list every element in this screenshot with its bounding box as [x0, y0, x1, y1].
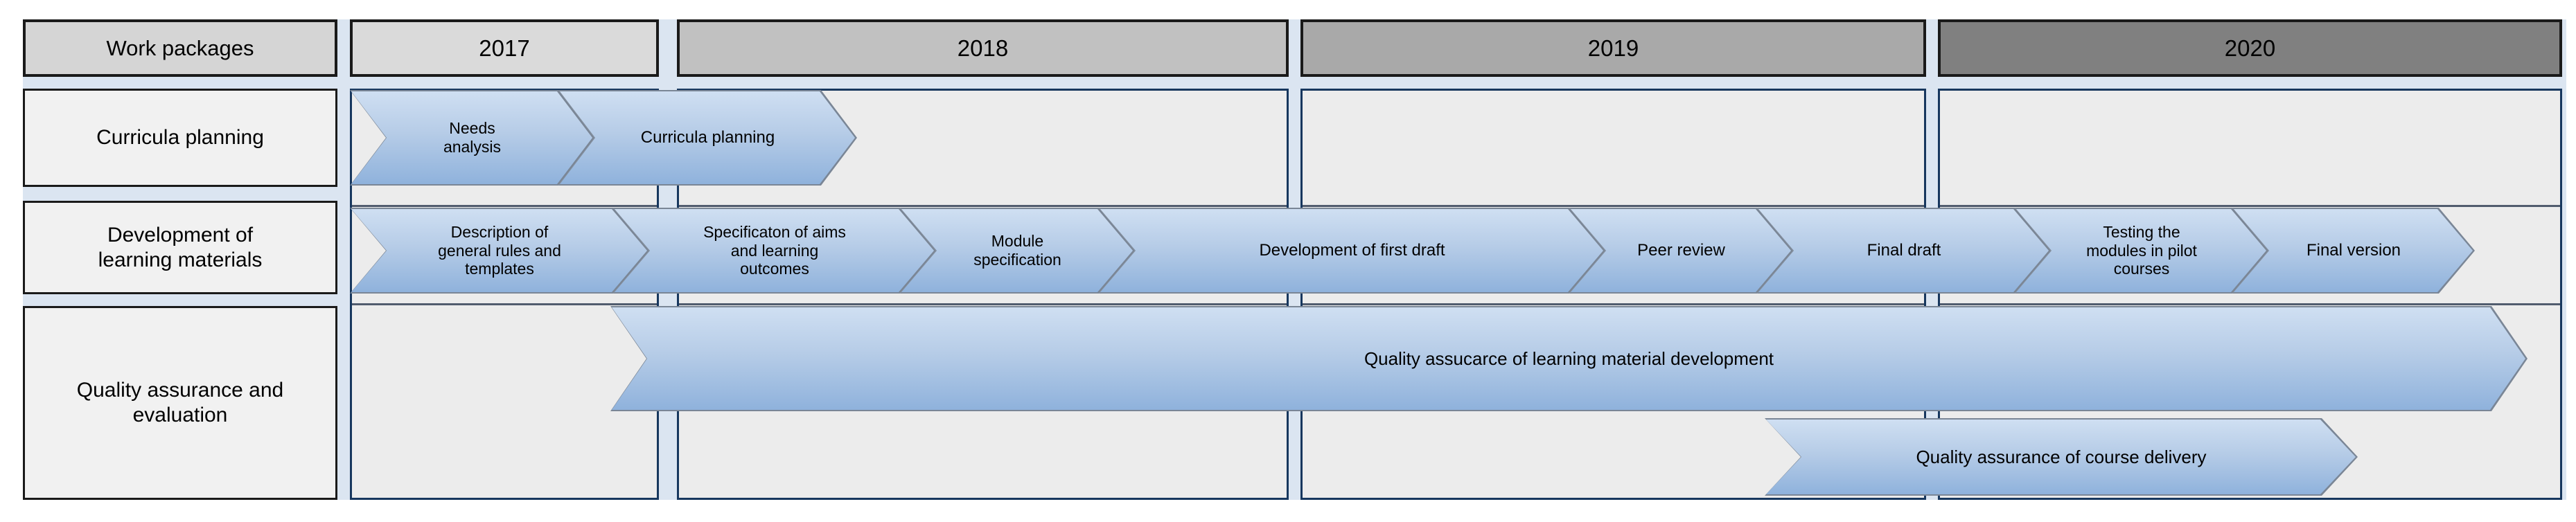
chevron-fill	[351, 91, 592, 184]
chevron-label: Needs analysis	[443, 119, 502, 156]
row-label-curricula-planning: Curricula planning	[23, 89, 337, 187]
chevron-curricula-planning: Curricula planning	[558, 90, 857, 186]
chevron-label: Testing the modules in pilot courses	[2086, 222, 2197, 278]
chevron-fill	[1571, 209, 1791, 292]
row-label-text: Development of learning materials	[98, 223, 263, 271]
row-separator	[1303, 303, 1924, 305]
chevron-specification-of-aims-and-learning-outcomes: Specificaton of aims and learning outcom…	[613, 208, 936, 294]
chevron-label: Quality assucarce of learning material d…	[1364, 348, 1774, 369]
chevron-label: Curricula planning	[640, 128, 775, 147]
chevron-final-version: Final version	[2232, 208, 2475, 294]
chevron-fill	[901, 209, 1133, 292]
chevron-fill	[560, 91, 855, 184]
row-label-quality-assurance-and-evaluation: Quality assurance and evaluation	[23, 306, 337, 500]
chevron-label: Specificaton of aims and learning outcom…	[703, 222, 846, 278]
chevron-fill	[1100, 209, 1603, 292]
year-header-2018: 2018	[677, 19, 1289, 77]
chevron-fill	[1758, 209, 2049, 292]
chevron-peer-review: Peer review	[1569, 208, 1793, 294]
row-separator	[1303, 205, 1924, 207]
row-separator	[1940, 205, 2560, 207]
chevron-testing-the-modules-in-pilot-courses: Testing the modules in pilot courses	[2015, 208, 2268, 294]
year-header-2017: 2017	[350, 19, 659, 77]
year-header-2019: 2019	[1300, 19, 1926, 77]
row-separator	[352, 303, 657, 305]
chevron-label: Peer review	[1637, 241, 1725, 260]
chevron-description-of-general-rules-and-templates: Description of general rules and templat…	[350, 208, 649, 294]
row-separator	[1940, 303, 2560, 305]
chevron-label: Development of first draft	[1259, 241, 1445, 260]
corner-header-work-packages: Work packages	[23, 19, 337, 77]
chevron-final-draft: Final draft	[1757, 208, 2051, 294]
row-label-text: Quality assurance and evaluation	[76, 379, 284, 426]
chevron-quality-assurance-of-course-delivery: Quality assurance of course delivery	[1765, 418, 2358, 496]
chevron-needs-analysis: Needs analysis	[350, 90, 594, 186]
year-header-2020: 2020	[1938, 19, 2562, 77]
chevron-fill	[612, 307, 2525, 410]
corner-header-label: Work packages	[106, 35, 254, 60]
chevron-fill	[1766, 420, 2356, 494]
chevron-quality-assurance-of-learning-material-development: Quality assucarce of learning material d…	[610, 306, 2528, 411]
row-separator	[679, 303, 1287, 305]
year-label: 2017	[479, 35, 530, 61]
year-label: 2019	[1587, 35, 1639, 61]
row-separator	[679, 205, 1287, 207]
chevron-fill	[2234, 209, 2473, 292]
chevron-fill	[2016, 209, 2266, 292]
timeline-column-2018	[677, 89, 1289, 500]
chevron-fill	[615, 209, 934, 292]
row-separator	[352, 205, 657, 207]
chevron-label: Final version	[2306, 241, 2401, 260]
chevron-fill	[351, 209, 647, 292]
row-label-development-of-learning-materials: Development of learning materials	[23, 201, 337, 294]
chevron-label: Quality assurance of course delivery	[1916, 446, 2207, 467]
chevron-module-specification: Module specification	[900, 208, 1135, 294]
row-label-text: Curricula planning	[96, 126, 264, 149]
chevron-label: Description of general rules and templat…	[438, 222, 561, 278]
year-label: 2020	[2224, 35, 2276, 61]
chevron-label: Module specification	[973, 232, 1061, 269]
chevron-development-of-first-draft: Development of first draft	[1099, 208, 1605, 294]
year-label: 2018	[957, 35, 1009, 61]
chevron-label: Final draft	[1867, 241, 1941, 260]
